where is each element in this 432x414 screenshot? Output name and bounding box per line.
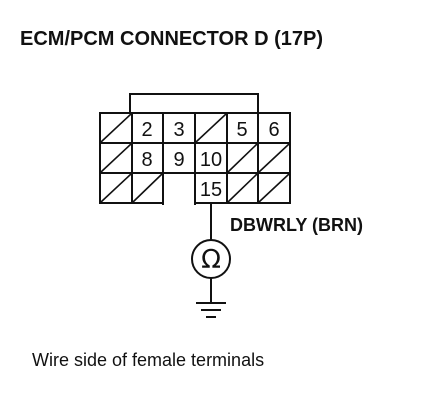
pin-10-label: 10 <box>200 149 222 171</box>
ohm-symbol: Ω <box>201 245 221 275</box>
connector-lock-tab <box>129 93 259 113</box>
pin-9-label: 9 <box>173 149 184 171</box>
ground-icon <box>196 302 226 318</box>
pin-6-label: 6 <box>268 119 279 141</box>
pin-15-label: 15 <box>200 179 222 201</box>
ohmmeter-icon: Ω <box>191 239 231 279</box>
diagram-caption: Wire side of female terminals <box>32 350 265 370</box>
diagram-title: ECM/PCM CONNECTOR D (17P) <box>20 28 323 50</box>
pin-2-label: 2 <box>141 119 152 141</box>
pin-3-label: 3 <box>173 119 184 141</box>
wire-label: DBWRLY (BRN) <box>230 215 363 235</box>
unused-cavities <box>100 113 290 203</box>
pin-5-label: 5 <box>236 119 247 141</box>
pin-8-label: 8 <box>141 149 152 171</box>
